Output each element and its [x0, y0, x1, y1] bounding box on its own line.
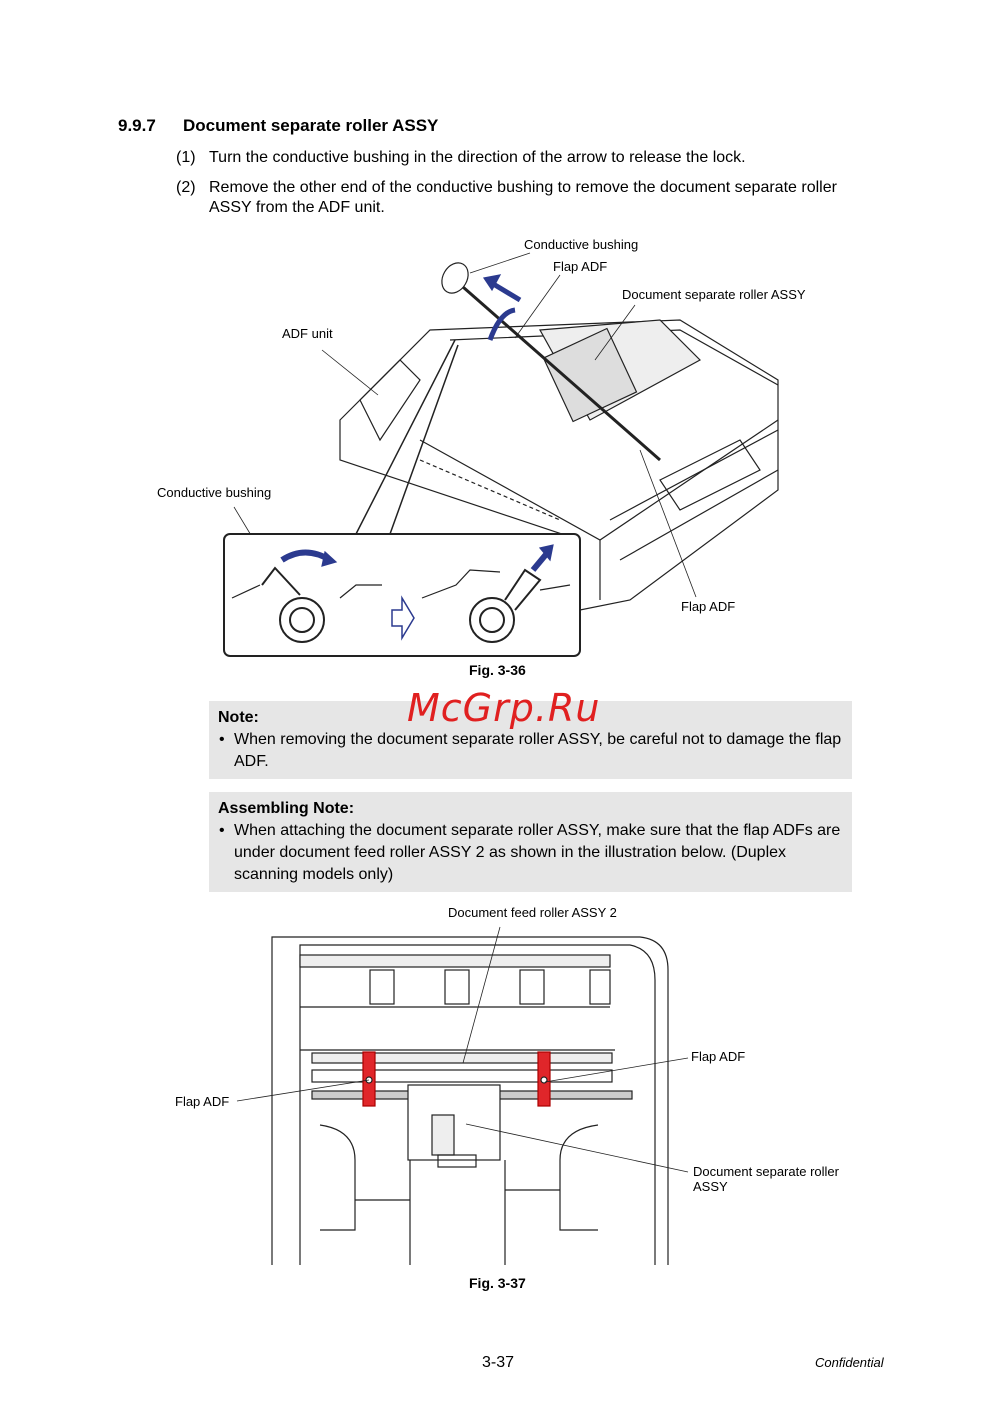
note-title: Note:: [218, 709, 259, 726]
step-text: Turn the conductive bushing in the direc…: [209, 149, 746, 166]
step-text: Remove the other end of the conductive b…: [209, 179, 837, 216]
section-number: 9.9.7: [118, 116, 156, 135]
figure-caption: Fig. 3-37: [469, 1275, 526, 1291]
assembling-note-title: Assembling Note:: [218, 800, 355, 817]
confidential-label: Confidential: [815, 1355, 884, 1370]
label-flap-adf: Flap ADF: [175, 1094, 230, 1109]
label-document-separate-roller-cont: ASSY: [693, 1179, 728, 1194]
label-flap-adf: Flap ADF: [553, 259, 608, 274]
figure-3-37-illustration: [236, 926, 689, 1265]
label-document-feed-roller: Document feed roller ASSY 2: [448, 905, 617, 920]
assembling-note-box: Assembling Note: When attaching the docu…: [209, 792, 852, 892]
label-flap-adf: Flap ADF: [681, 599, 736, 614]
step-number: (1): [176, 149, 196, 166]
step-number: (2): [176, 179, 196, 196]
note-body: When removing the document separate roll…: [219, 729, 842, 773]
assembling-note-body: When attaching the document separate rol…: [219, 820, 842, 886]
note-box: Note: When removing the document separat…: [209, 701, 852, 779]
watermark: McGrp.Ru: [407, 686, 601, 730]
label-document-separate-roller: Document separate roller: [693, 1164, 839, 1179]
page-number: 3-37: [482, 1354, 515, 1371]
label-conductive-bushing: Conductive bushing: [157, 485, 272, 500]
label-conductive-bushing: Conductive bushing: [524, 237, 639, 252]
figure-3-36-illustration: [223, 252, 779, 657]
label-flap-adf: Flap ADF: [691, 1049, 746, 1064]
section-title: Document separate roller ASSY: [183, 116, 439, 135]
figure-caption: Fig. 3-36: [469, 662, 526, 678]
label-adf-unit: ADF unit: [282, 326, 333, 341]
label-document-separate-roller: Document separate roller ASSY: [622, 287, 806, 302]
